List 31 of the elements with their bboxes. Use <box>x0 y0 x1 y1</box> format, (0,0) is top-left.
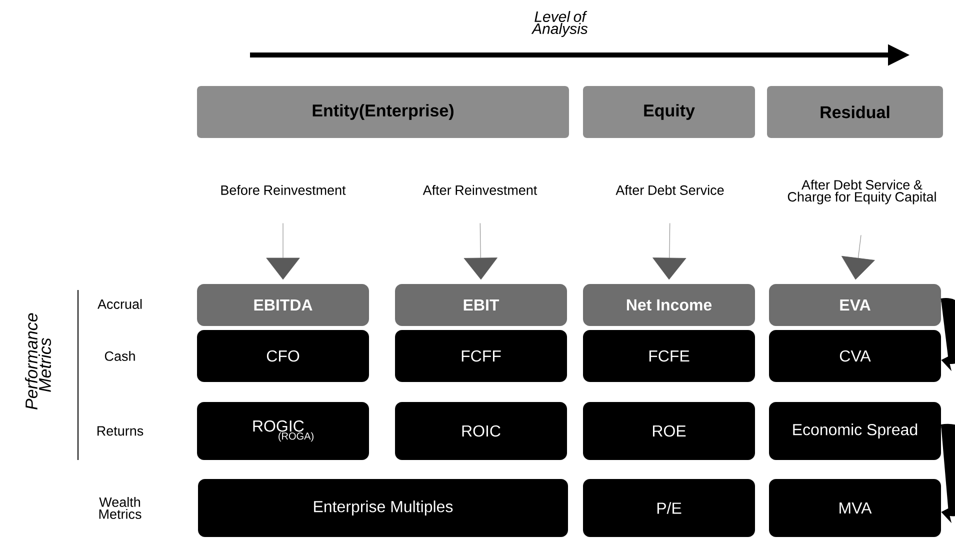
metric-box: EVA <box>769 284 941 326</box>
down-arrow <box>266 223 300 280</box>
axis-title: Performance Metrics <box>25 313 51 410</box>
curved-arrow <box>941 298 955 372</box>
row-label: Accrual <box>98 299 142 309</box>
axis-title: Level of Analysis <box>531 11 588 37</box>
column-heading: After Debt Service <box>616 185 724 195</box>
metric-box: ROE <box>583 402 755 460</box>
column-heading: After Debt Service & Charge for Equity Capital <box>788 180 936 204</box>
down-arrow <box>464 223 498 280</box>
row-label: Wealth Metrics <box>99 497 142 519</box>
metric-box: Net Income <box>583 284 755 326</box>
metric-box: FCFF <box>395 330 567 382</box>
curved-arrow <box>941 424 955 524</box>
metric-box: P/E <box>583 478 755 537</box>
down-arrow <box>841 234 875 280</box>
down-arrow <box>652 223 686 280</box>
category-band: Entity(Enterprise) <box>197 86 569 138</box>
metric-box: Enterprise Multiples <box>198 478 568 537</box>
row-label: Returns <box>98 426 144 436</box>
row-label: Cash <box>104 351 135 361</box>
metric-box: FCFE <box>583 330 755 382</box>
metric-box: ROGIC (ROGA) <box>197 402 369 460</box>
category-band: Equity <box>583 86 755 138</box>
metric-box: EBITDA <box>197 284 369 326</box>
category-band: Residual <box>767 86 943 138</box>
metric-box: EBIT <box>395 284 567 326</box>
metric-box: CFO <box>197 330 369 382</box>
metric-box: ROIC <box>395 402 567 460</box>
column-heading: After Reinvestment <box>422 185 538 195</box>
column-heading: Before Reinvestment <box>221 185 346 195</box>
